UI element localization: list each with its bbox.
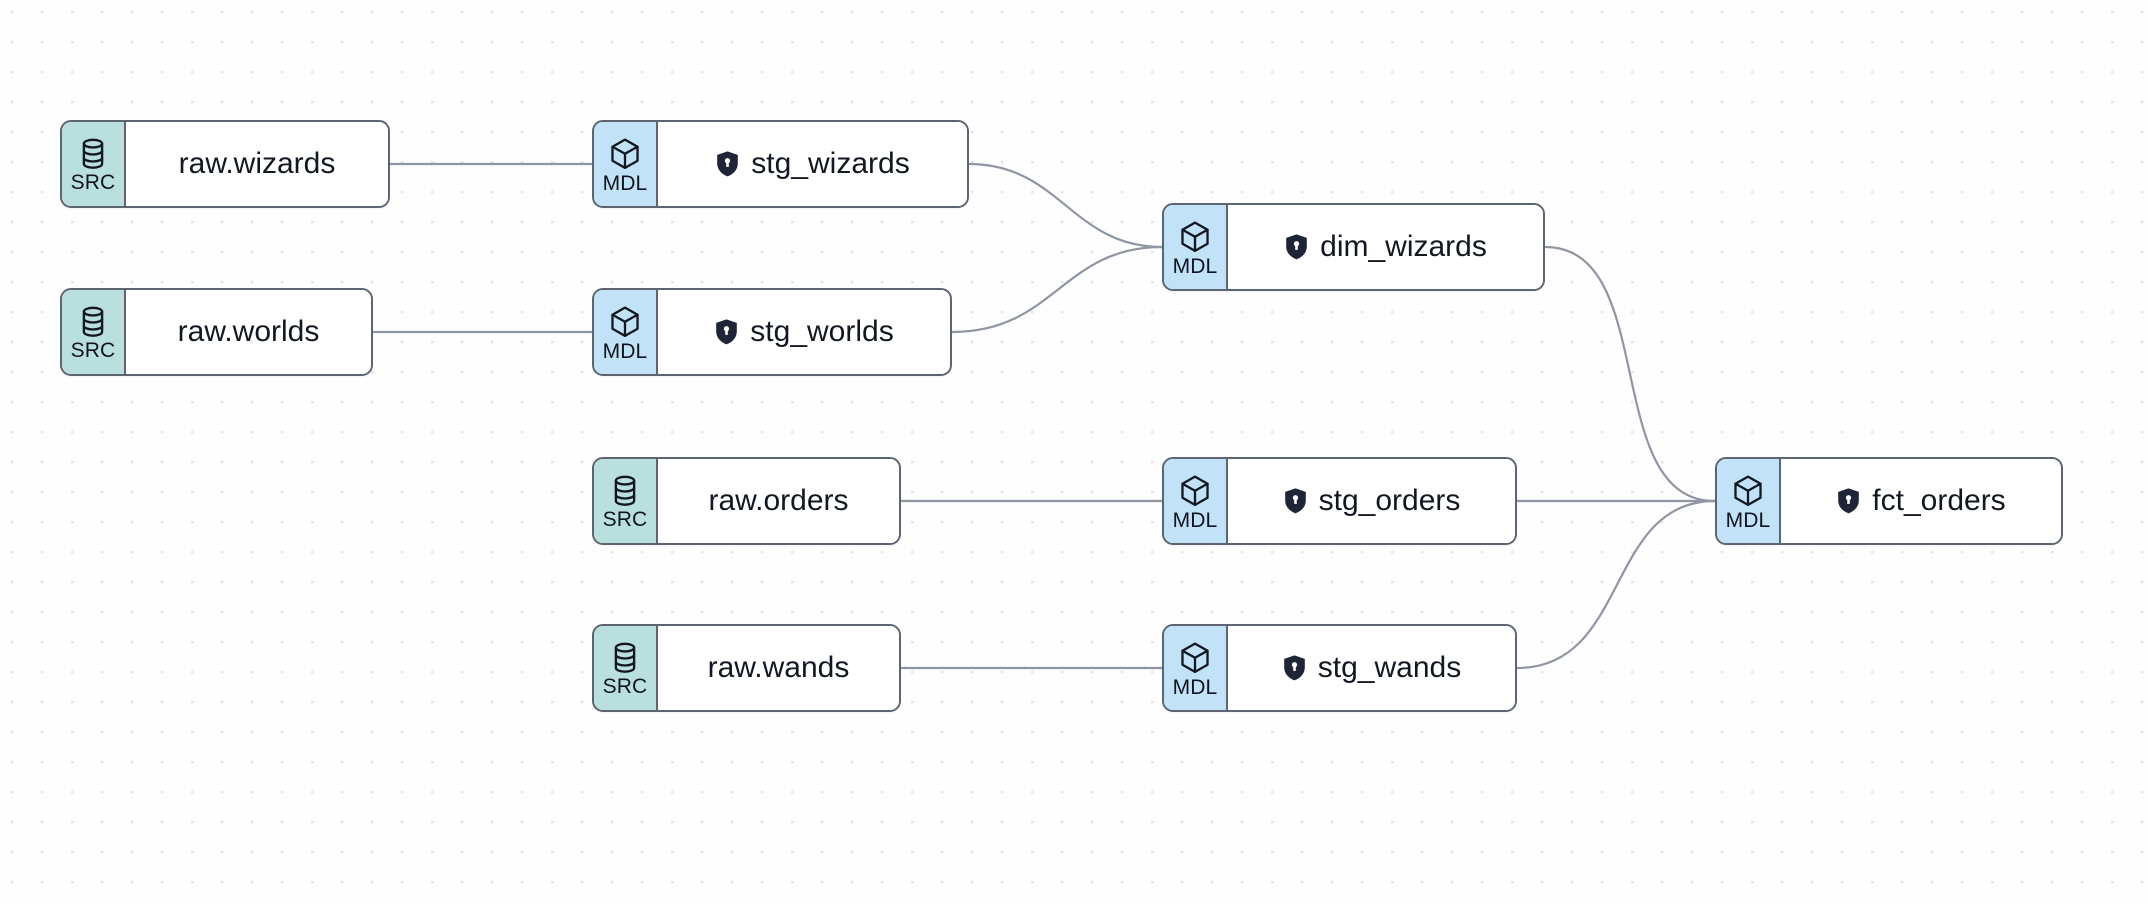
node-label: stg_wizards: [751, 147, 910, 180]
node-badge-label: SRC: [70, 339, 116, 362]
node-badge-label: MDL: [1172, 676, 1218, 699]
database-cylinder-icon: [610, 642, 640, 674]
node-badge-mdl: MDL: [1717, 459, 1781, 543]
node-body: stg_wands: [1228, 626, 1515, 710]
node-body: raw.orders: [658, 459, 899, 543]
node-badge-label: MDL: [1172, 509, 1218, 532]
node-badge-label: MDL: [602, 340, 648, 363]
node-body: raw.worlds: [126, 290, 371, 374]
cube-icon: [1179, 641, 1211, 675]
node-dim_wizards[interactable]: MDL dim_wizards: [1162, 203, 1545, 291]
node-badge-label: SRC: [70, 171, 116, 194]
node-body: stg_orders: [1228, 459, 1515, 543]
node-raw_wizards[interactable]: SRC raw.wizards: [60, 120, 390, 208]
node-badge-mdl: MDL: [594, 290, 658, 374]
edge-stg_wands-to-fct_orders: [1515, 499, 1717, 670]
node-label: dim_wizards: [1320, 230, 1487, 263]
node-badge-label: MDL: [1172, 255, 1218, 278]
shield-lock-icon: [1284, 233, 1309, 261]
cube-icon: [609, 305, 641, 339]
node-body: stg_worlds: [658, 290, 950, 374]
node-label: stg_wands: [1317, 651, 1462, 684]
cube-icon: [1732, 474, 1764, 508]
cube-icon: [1179, 474, 1211, 508]
node-stg_wizards[interactable]: MDL stg_wizards: [592, 120, 969, 208]
node-label: raw.wands: [707, 651, 850, 684]
node-badge-mdl: MDL: [1164, 626, 1228, 710]
node-label: stg_worlds: [750, 315, 894, 348]
node-badge-mdl: MDL: [1164, 459, 1228, 543]
node-body: raw.wands: [658, 626, 899, 710]
node-badge-mdl: MDL: [1164, 205, 1228, 289]
node-stg_wands[interactable]: MDL stg_wands: [1162, 624, 1517, 712]
shield-lock-icon: [1282, 654, 1307, 682]
node-raw_orders[interactable]: SRC raw.orders: [592, 457, 901, 545]
node-body: raw.wizards: [126, 122, 388, 206]
shield-lock-icon: [714, 318, 739, 346]
node-badge-src: SRC: [62, 122, 126, 206]
edge-stg_worlds-to-dim_wizards: [950, 245, 1164, 334]
edge-stg_wizards-to-dim_wizards: [967, 162, 1164, 249]
node-label: raw.worlds: [177, 315, 320, 348]
cube-icon: [1179, 220, 1211, 254]
node-badge-label: MDL: [602, 172, 648, 195]
database-cylinder-icon: [78, 138, 108, 170]
node-body: stg_wizards: [658, 122, 967, 206]
node-badge-label: SRC: [602, 675, 648, 698]
node-badge-label: MDL: [1725, 509, 1771, 532]
node-fct_orders[interactable]: MDL fct_orders: [1715, 457, 2063, 545]
node-badge-label: SRC: [602, 508, 648, 531]
shield-lock-icon: [1283, 487, 1308, 515]
node-raw_wands[interactable]: SRC raw.wands: [592, 624, 901, 712]
shield-lock-icon: [1836, 487, 1861, 515]
node-label: stg_orders: [1318, 484, 1461, 517]
node-label: raw.wizards: [178, 147, 336, 180]
node-badge-mdl: MDL: [594, 122, 658, 206]
node-stg_worlds[interactable]: MDL stg_worlds: [592, 288, 952, 376]
node-raw_worlds[interactable]: SRC raw.worlds: [60, 288, 373, 376]
cube-icon: [609, 137, 641, 171]
node-label: fct_orders: [1872, 484, 2006, 517]
shield-lock-icon: [715, 150, 740, 178]
database-cylinder-icon: [78, 306, 108, 338]
node-body: fct_orders: [1781, 459, 2061, 543]
node-badge-src: SRC: [594, 459, 658, 543]
node-badge-src: SRC: [62, 290, 126, 374]
database-cylinder-icon: [610, 475, 640, 507]
edge-dim_wizards-to-fct_orders: [1543, 245, 1717, 503]
node-label: raw.orders: [708, 484, 849, 517]
node-badge-src: SRC: [594, 626, 658, 710]
node-body: dim_wizards: [1228, 205, 1543, 289]
node-stg_orders[interactable]: MDL stg_orders: [1162, 457, 1517, 545]
